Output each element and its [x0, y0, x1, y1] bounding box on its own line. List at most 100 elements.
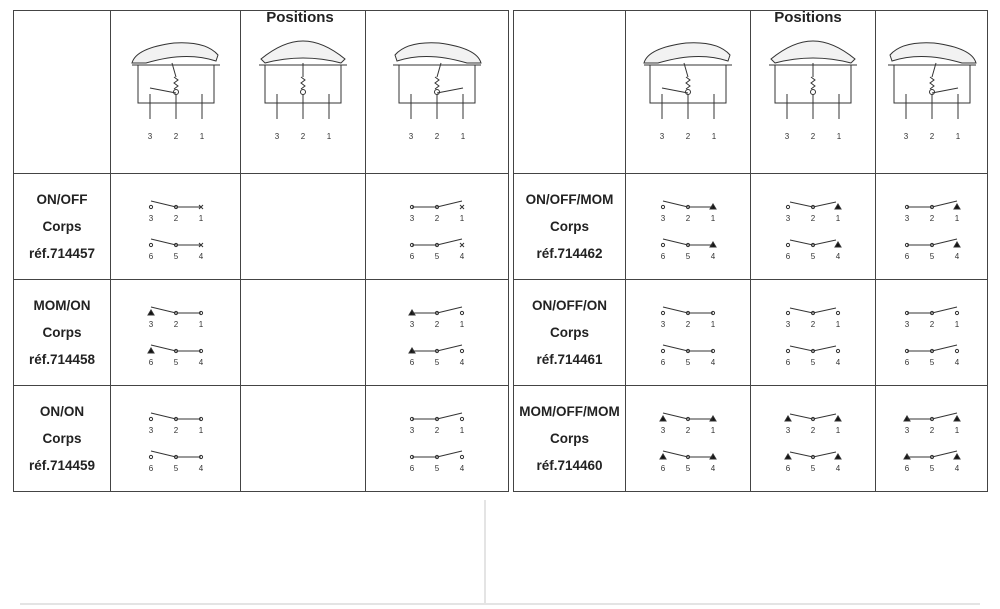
contact-number: 5: [173, 464, 178, 473]
terminal-dot: [835, 310, 841, 315]
contact-number: 6: [786, 252, 791, 261]
contact-number: 4: [198, 252, 203, 261]
contact-blade: [931, 87, 958, 94]
contact-number: 6: [786, 464, 791, 473]
reference-number: réf.714457: [28, 246, 96, 261]
pivot-point: [434, 89, 440, 95]
terminal-number: 1: [461, 132, 466, 141]
switch-blade: [150, 238, 201, 245]
function-name: ON/OFF/MOM: [525, 192, 614, 207]
function-name: MOM/ON: [33, 298, 91, 313]
terminal-number: 1: [199, 132, 204, 141]
contact-number: 6: [148, 464, 153, 473]
rocker-cap: [770, 40, 856, 64]
contact-number: 4: [711, 252, 716, 261]
contact-number: 4: [836, 358, 841, 367]
function-name: ON/OFF/ON: [532, 298, 607, 313]
contact-number: 3: [410, 214, 415, 223]
contact-number: 1: [460, 214, 465, 223]
contact-number: 5: [173, 252, 178, 261]
contact-diagram-cell-empty: [240, 385, 366, 492]
switch-blade: [412, 412, 463, 419]
contact-number: 6: [148, 252, 153, 261]
terminal-number: 1: [837, 132, 842, 141]
body-label: Corps: [549, 431, 589, 446]
pivot-point: [810, 89, 816, 95]
terminal-number: 3: [275, 132, 280, 141]
function-label-cell: MOM/OFF/MOM Corps réf.714460: [513, 385, 626, 492]
contact-diagram-cell-empty: [240, 173, 366, 280]
terminal-dot: [148, 242, 153, 247]
function-label-cell: ON/OFF/MOM Corps réf.714462: [513, 173, 626, 280]
terminal-number: 2: [301, 132, 306, 141]
momentary-mark: [834, 202, 842, 209]
contact-number: 1: [954, 320, 959, 329]
switch-blade: [789, 201, 837, 208]
positions-title: Positions: [774, 9, 842, 26]
contact-number: 5: [811, 252, 816, 261]
contact-blade: [661, 87, 689, 94]
switch-blade: [789, 413, 837, 420]
terminal-dot: [148, 454, 153, 459]
contact-number: 4: [460, 358, 465, 367]
switch-blade: [789, 451, 837, 458]
function-name: MOM/OFF/MOM: [519, 404, 620, 419]
actuator-spring: [300, 63, 306, 90]
momentary-mark: [834, 240, 842, 247]
rocker-cap: [643, 42, 731, 64]
contact-number: 3: [661, 320, 666, 329]
switch-blade: [150, 344, 201, 351]
contact-number: 6: [410, 252, 415, 261]
positions-title: Positions: [266, 9, 334, 26]
contact-number: 2: [686, 214, 691, 223]
contact-number: 5: [929, 464, 934, 473]
terminal-dot: [459, 310, 465, 315]
terminal-dot: [835, 348, 841, 353]
terminal-number: 2: [929, 132, 934, 141]
header-empty-cell: [513, 10, 626, 174]
contact-number: 6: [904, 252, 909, 261]
momentary-mark: [146, 346, 155, 353]
contact-number: 5: [686, 358, 691, 367]
contact-number: 6: [410, 358, 415, 367]
switch-blade: [412, 344, 463, 351]
contact-number: 6: [786, 358, 791, 367]
function-name: ON/ON: [39, 404, 85, 419]
function-label-cell: MOM/ON Corps réf.714458: [13, 279, 111, 386]
actuator-spring: [928, 62, 936, 90]
terminal-number: 2: [686, 132, 691, 141]
momentary-mark: [952, 452, 961, 459]
body-label: Corps: [42, 325, 82, 340]
faint-line: [484, 500, 486, 605]
terminal-number: 3: [785, 132, 790, 141]
momentary-mark: [952, 414, 961, 421]
momentary-mark: [952, 240, 961, 247]
terminal-dot: [459, 454, 465, 459]
terminal-dot: [148, 204, 153, 209]
switch-blade: [906, 412, 957, 419]
switch-blade: [412, 200, 463, 207]
switch-blade: [412, 238, 463, 245]
terminal-dot: [148, 416, 153, 421]
reference-number: réf.714460: [536, 458, 603, 473]
